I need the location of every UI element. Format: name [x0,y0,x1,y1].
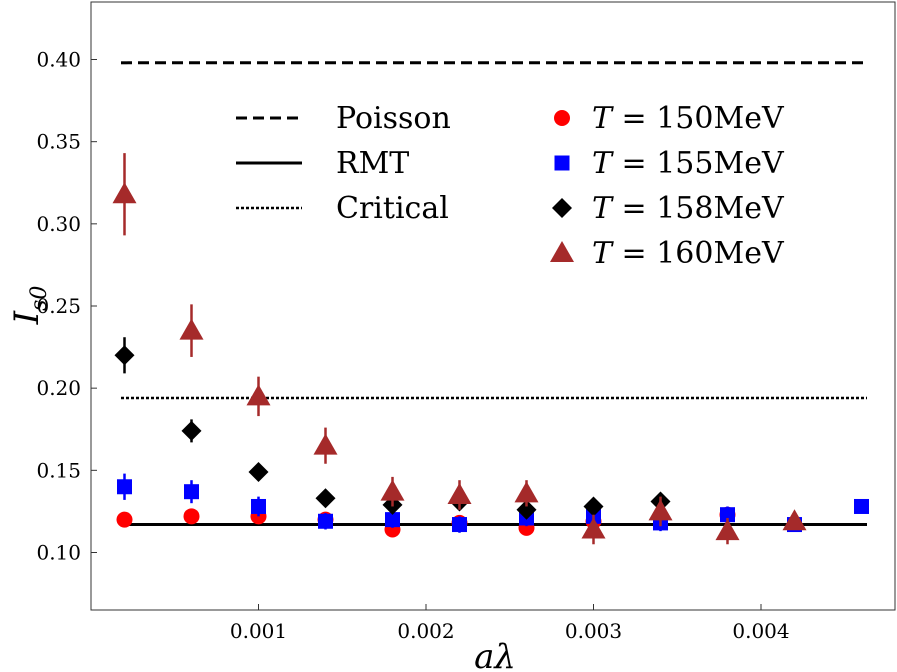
y-tick-label: 0.35 [36,130,81,154]
data-point-square [251,498,266,514]
x-tick-label: 0.004 [732,619,789,643]
legend-label-critical: Critical [336,191,449,226]
data-point-diamond [516,499,537,520]
data-point-diamond [248,461,269,482]
x-tick-label: 0.001 [230,619,287,643]
legend-marker-triangle [550,241,574,262]
legend-marker-circle [554,110,570,126]
y-tick-label: 0.40 [36,48,81,72]
data-point-triangle [514,481,539,503]
x-axis-label: aλ [474,637,516,672]
data-point-triangle [715,519,740,541]
data-point-square [854,498,869,514]
y-axis-label: Is0 [7,286,52,326]
data-point-square [117,479,132,495]
data-point-square [385,512,400,528]
data-point-triangle [782,509,807,531]
data-series [112,153,869,545]
legend-label-series: T = 155MeV [592,146,785,181]
plot-frame [90,1,896,611]
y-axis: 0.10 0.15 0.20 0.25 0.30 0.35 0.40 [36,48,97,564]
series-diamond [114,337,671,520]
y-tick-label: 0.15 [36,458,81,482]
data-point-triangle [447,482,472,504]
data-point-triangle [179,318,204,340]
data-point-diamond [583,496,604,517]
data-point-triangle [648,499,673,521]
x-tick-label: 0.003 [565,619,622,643]
data-point-diamond [114,345,135,366]
legend-label-series: T = 160MeV [592,236,785,271]
data-point-circle [183,508,200,525]
series-triangle [112,153,807,545]
y-tick-label: 0.20 [36,376,81,400]
data-point-triangle [112,182,137,204]
legend-label-rmt: RMT [336,146,409,181]
data-point-triangle [581,517,606,539]
y-tick-label: 0.10 [36,540,81,564]
data-point-diamond [181,420,202,441]
data-point-square [452,517,467,533]
legend-marker-diamond [552,198,572,218]
reference-lines [121,61,867,527]
data-point-square [184,484,199,500]
data-point-circle [116,511,133,528]
data-point-triangle [246,384,271,406]
series-circle [116,506,736,538]
x-axis: 0.001 0.002 0.003 0.004 [230,604,790,643]
legend-label-series: T = 158MeV [592,191,785,226]
y-tick-label: 0.25 [36,294,81,318]
legend-marker-square [554,155,570,171]
y-tick-label: 0.30 [36,212,81,236]
data-point-triangle [313,433,338,455]
data-point-triangle [380,479,405,501]
x-tick-label: 0.002 [397,619,454,643]
data-point-square [720,507,735,523]
legend-label-series: T = 150MeV [592,101,785,136]
legend-label-poisson: Poisson [336,101,451,136]
data-point-square [318,513,333,529]
data-point-diamond [315,488,336,509]
